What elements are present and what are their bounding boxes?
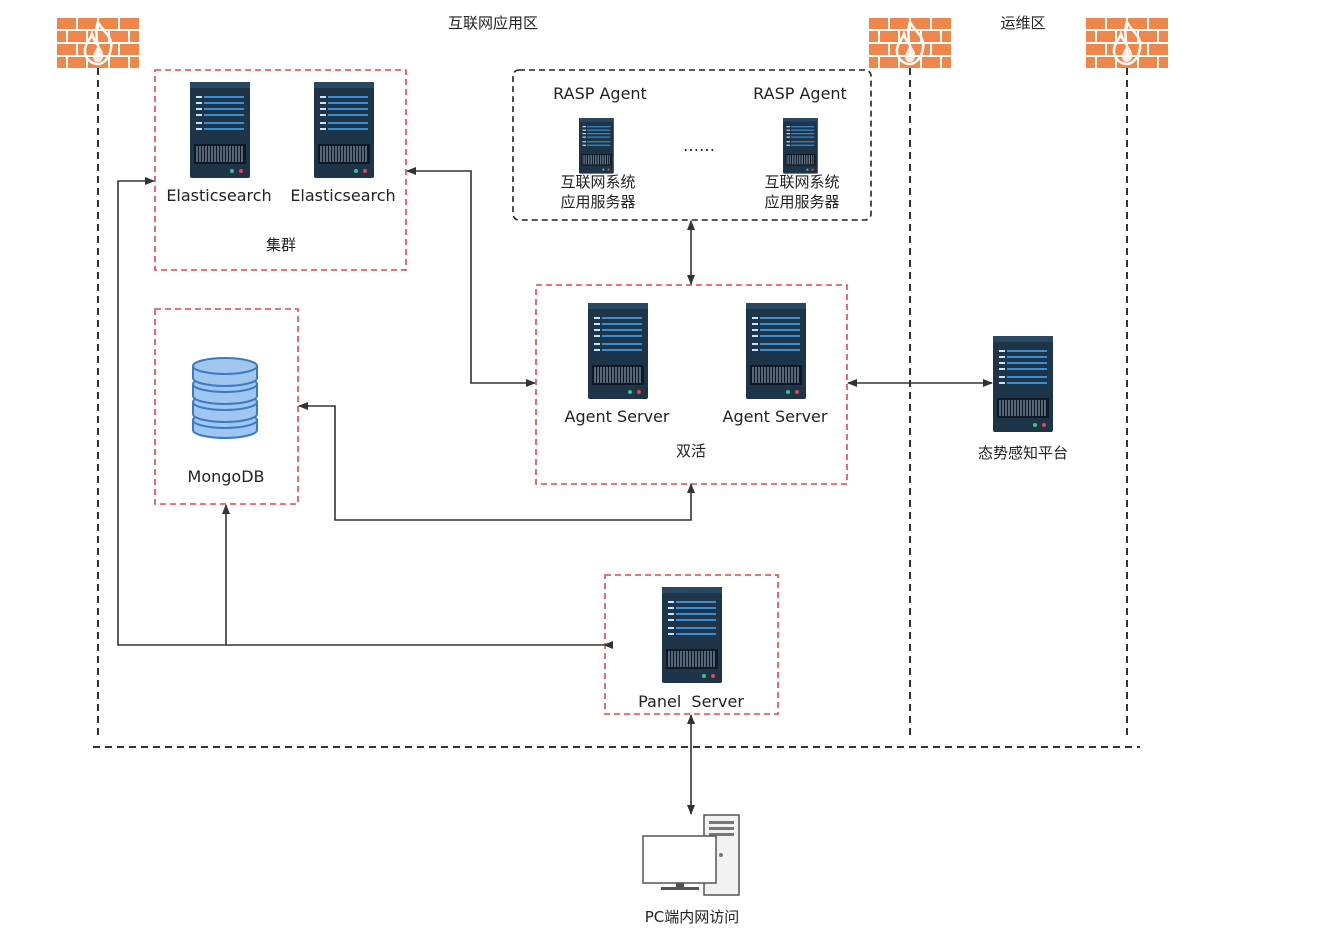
zone-ops-label: 运维区 [1000,14,1046,32]
mongodb-label: MongoDB [187,467,265,486]
server-icon-rasp2 [782,117,819,174]
rasp-agent2-label: RASP Agent [753,84,847,103]
agent-server2-label: Agent Server [722,407,828,426]
panel-server-label: Panel Server [638,692,744,711]
firewall-icon-2 [867,16,953,70]
rasp-agent1-label: RASP Agent [553,84,647,103]
elasticsearch-node1-label: Elasticsearch [166,186,272,205]
connections [117,167,993,815]
rasp-server1-label-line2: 应用服务器 [560,193,636,211]
pc-access-label: PC端内网访问 [644,908,740,926]
server-icon-es2 [313,81,375,179]
situation-platform-label: 态势感知平台 [977,444,1069,462]
firewall-icon-1 [55,16,141,70]
elasticsearch-node2-label: Elasticsearch [290,186,396,205]
zone-internet-app-label: 互联网应用区 [447,14,539,32]
rasp-server2-label-line1: 互联网系统 [764,173,840,191]
elasticsearch-cluster-label: 集群 [265,236,297,254]
rasp-server2-label-line2: 应用服务器 [764,193,840,211]
server-icon-panel [661,586,723,684]
server-icon-agent1 [587,302,649,400]
rasp-server1-label-line1: 互联网系统 [560,173,636,191]
agent-server-group-label: 双活 [675,442,707,460]
server-icon-es1 [189,81,251,179]
rasp-ellipsis: …… [683,136,715,155]
firewall-icon-3 [1084,16,1170,70]
pc-icon [642,814,740,896]
agent-server1-label: Agent Server [564,407,670,426]
zone-boundaries [93,68,1140,748]
database-icon [192,357,258,439]
server-icon-rasp1 [578,117,615,174]
server-icon-situation [992,335,1054,433]
server-icon-agent2 [745,302,807,400]
